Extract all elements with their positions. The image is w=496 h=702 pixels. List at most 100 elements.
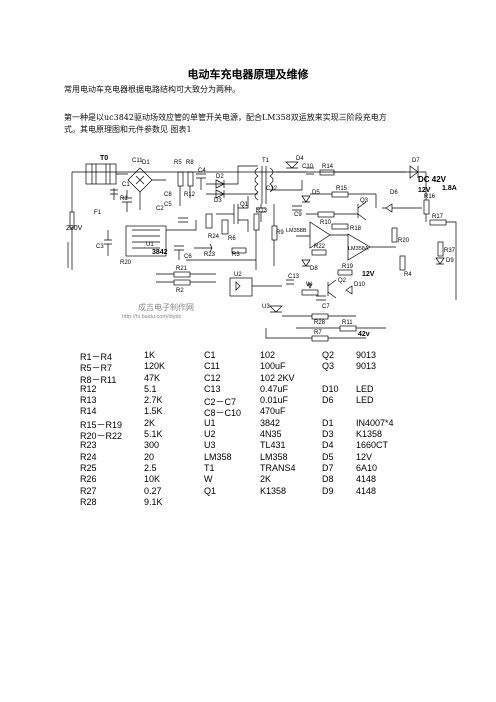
part-value: 4148	[356, 485, 377, 496]
part-ref: Q2	[322, 350, 335, 360]
label-C7: C7	[322, 304, 330, 310]
label-R16: R16	[424, 194, 436, 200]
label-D9: D9	[446, 258, 454, 264]
page-title: 电动车充电器原理及维修	[187, 68, 309, 81]
part-value: LM358	[260, 451, 288, 462]
label-C5: C5	[164, 202, 172, 208]
label-D8: D8	[310, 266, 318, 272]
label-T1: T1	[262, 158, 270, 164]
label-R5: R5	[174, 160, 182, 166]
part-ref: R15－R19	[80, 419, 123, 430]
part-value: 9013	[356, 350, 377, 360]
part-value: IN4007*4	[356, 417, 394, 428]
label-C2: C2	[156, 206, 164, 212]
label-R20-b: R20	[120, 260, 132, 266]
part-ref	[322, 406, 339, 417]
part-value: 12V	[356, 451, 373, 462]
charger-schematic: T0 D1 C11 R5 R8 C4 D2 T1 D4 C10 R14 D7 C…	[66, 155, 457, 342]
label-R22: R22	[314, 244, 326, 250]
part-ref: R12	[80, 383, 97, 394]
part-ref: R25	[80, 462, 97, 473]
description-line-2: 式。其电原理图和元件参数见 图表1	[64, 125, 192, 134]
watermark-cn: 成吉电子制作网	[138, 302, 194, 312]
part-value: 3842	[260, 417, 281, 428]
part-ref: Q3	[322, 361, 335, 372]
part-value: 4N35	[260, 429, 282, 440]
part-value: 6A10	[356, 462, 378, 473]
part-ref: U3	[204, 440, 216, 451]
part-ref: R27	[80, 485, 97, 496]
label-U2: U2	[234, 272, 242, 278]
part-ref: D5	[322, 451, 334, 462]
label-R14: R14	[322, 164, 334, 170]
label-F1: F1	[94, 210, 102, 216]
label-U3: U3	[262, 304, 270, 310]
description-line-1: 第一种是以uc3842驱动场效应管的单管开关电源，配合LM358双运放来实现三阶…	[64, 113, 387, 122]
part-value: 0.01uF	[260, 395, 289, 406]
part-ref	[322, 373, 339, 384]
part-value: TL431	[260, 440, 286, 451]
label-C9: C9	[294, 212, 302, 218]
part-ref: R23	[80, 440, 97, 451]
label-D10: D10	[354, 282, 366, 288]
label-R24: R24	[208, 234, 220, 240]
label-D3: D3	[214, 198, 222, 204]
label-D6: D6	[390, 190, 398, 196]
label-12V: 12V	[418, 187, 431, 194]
part-value	[356, 373, 394, 384]
label-R10: R10	[320, 220, 332, 226]
label-R4: R4	[404, 272, 412, 278]
part-value: 2.5	[144, 462, 157, 473]
part-value: 300	[144, 440, 160, 451]
part-value: 9.1K	[144, 496, 163, 507]
label-U1: U1	[146, 242, 154, 248]
label-R19: R19	[342, 264, 354, 270]
part-value: 47K	[144, 372, 161, 383]
label-D4: D4	[296, 156, 304, 162]
part-value: K1358	[260, 485, 287, 496]
part-ref: R13	[80, 395, 97, 406]
label-D2: D2	[216, 174, 224, 180]
part-value: 1660CT	[356, 440, 389, 451]
label-C12: C12	[266, 186, 278, 192]
label-C8: C8	[164, 192, 172, 198]
label-R11: R11	[342, 320, 353, 326]
part-value: 0.47uF	[260, 383, 289, 394]
part-ref: D1	[322, 417, 334, 428]
label-D7: D7	[412, 158, 420, 164]
part-value: 5.1K	[144, 429, 163, 440]
part-ref: D10	[322, 383, 339, 394]
part-value: 1K	[144, 350, 156, 360]
label-LM358A: LM358A	[348, 246, 369, 252]
part-ref: U2	[204, 429, 216, 440]
description-paragraph: 第一种是以uc3842驱动场效应管的单管开关电源，配合LM358双运放来实现三阶…	[64, 112, 444, 136]
part-value: TRANS4	[260, 462, 296, 473]
part-value: 100uF	[260, 361, 286, 372]
part-ref: R5－R7	[80, 363, 113, 374]
label-R17: R17	[432, 214, 444, 220]
part-ref: D6	[322, 395, 334, 406]
label-R2: R2	[176, 288, 184, 294]
label-Q2: Q2	[338, 278, 347, 284]
label-T0: T0	[100, 155, 108, 162]
part-ref: W	[204, 474, 213, 485]
part-value: 1.5K	[144, 406, 163, 417]
label-C1: C1	[122, 182, 130, 188]
label-R15: R15	[336, 186, 348, 192]
label-R20: R20	[398, 238, 410, 244]
part-ref: D8	[322, 474, 334, 485]
label-R6: R6	[228, 236, 236, 242]
part-ref: LM358	[204, 451, 232, 462]
label-C11: C11	[132, 158, 143, 164]
watermark-url: http://hi.baidu.com/diydz	[122, 314, 182, 320]
part-value: LED	[356, 383, 374, 394]
part-value: 102	[260, 350, 276, 360]
part-ref: C11	[204, 361, 220, 372]
label-42v: 42v	[358, 331, 370, 338]
part-ref: R24	[80, 451, 97, 462]
label-LM358B: LM358B	[286, 228, 307, 234]
